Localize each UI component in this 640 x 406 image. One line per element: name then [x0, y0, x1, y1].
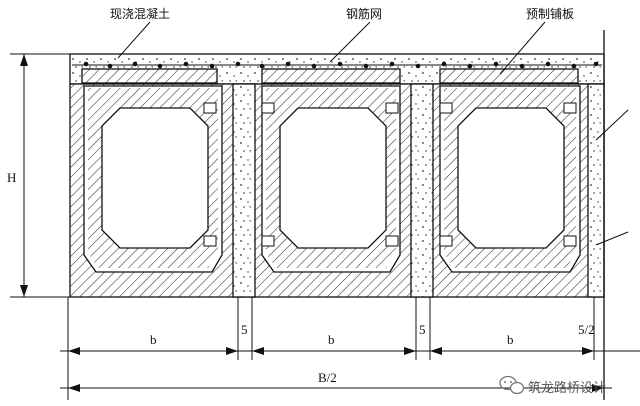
height-dimension: H — [7, 53, 70, 298]
precast-slab — [81, 68, 218, 84]
hollow-core — [279, 107, 387, 249]
width-dimension-row: b b b 5 5 5/2 — [60, 297, 640, 400]
box-segment-1 — [81, 68, 223, 273]
watermark: 筑龙路桥设计 — [499, 375, 606, 396]
hollow-core — [101, 107, 209, 249]
dim-height-label: H — [7, 170, 16, 185]
leader-lines — [117, 21, 629, 246]
dim-half-width: B/2 — [318, 370, 337, 385]
dim-box-width-3: b — [507, 332, 514, 347]
dim-joint-width-1: 5 — [241, 322, 248, 337]
watermark-text: 筑龙路桥设计 — [528, 380, 606, 396]
box-segment-2 — [261, 68, 401, 273]
dim-joint-width-2: 5 — [419, 322, 426, 337]
box-segment-3 — [439, 68, 581, 273]
dim-box-width-2: b — [328, 332, 335, 347]
precast-slab — [261, 68, 401, 84]
label-cast-in-place-concrete: 现浇混凝土 — [110, 6, 170, 21]
precast-slab — [439, 68, 579, 84]
label-precast-slab: 预制铺板 — [526, 7, 574, 21]
label-rebar-mesh: 钢筋网 — [346, 6, 382, 21]
wechat-icon — [499, 375, 525, 395]
dim-edge-joint: 5/2 — [578, 322, 595, 337]
hollow-core — [457, 107, 565, 249]
dim-box-width-1: b — [150, 332, 157, 347]
